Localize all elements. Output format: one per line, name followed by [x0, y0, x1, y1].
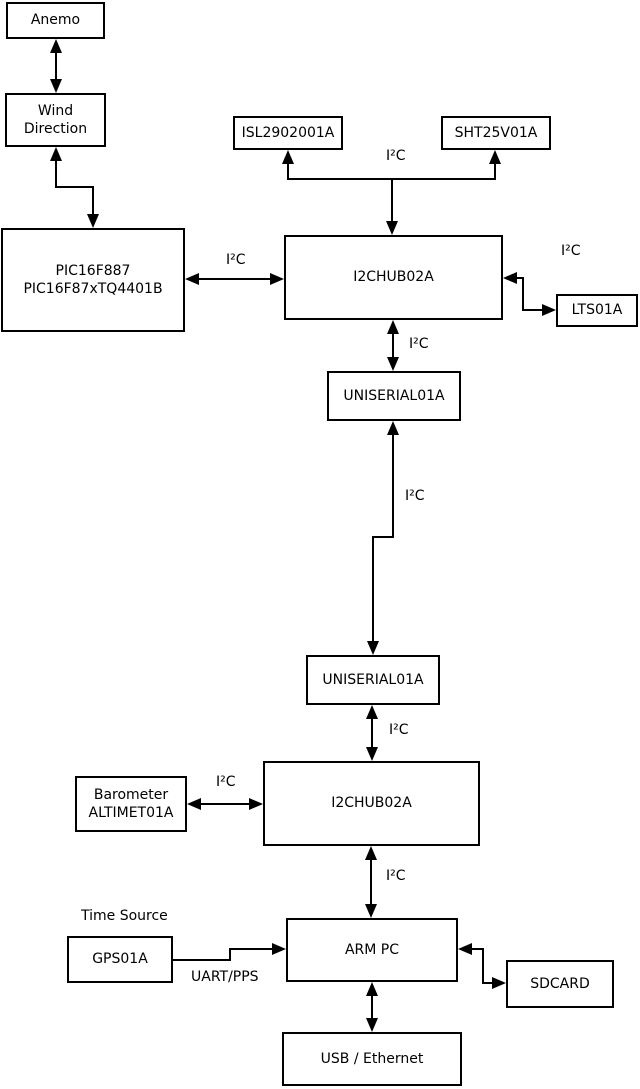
connector-i2chub-top-uniserial-top	[387, 320, 399, 371]
node-wind-direction: Wind Direction	[5, 93, 106, 147]
node-anemo-label: Anemo	[30, 12, 81, 29]
node-sht25v01a: SHT25V01A	[441, 116, 551, 150]
connector-uniserial-top-uniserial-bottom	[367, 421, 399, 655]
node-sdcard: SDCARD	[506, 960, 614, 1008]
node-anemo: Anemo	[6, 2, 105, 39]
node-sht25v01a-label: SHT25V01A	[454, 124, 538, 141]
node-isl2902001a: ISL2902001A	[233, 116, 343, 150]
node-pic16f887: PIC16F887 PIC16F87xTQ4401B	[1, 228, 185, 332]
edge-label-uart-pps: UART/PPS	[191, 969, 259, 985]
node-usb-ethernet: USB / Ethernet	[282, 1032, 462, 1086]
connector-pic-i2chub-top	[185, 273, 284, 285]
node-i2chub02a-bottom-label: I2CHUB02A	[331, 795, 412, 812]
node-isl2902001a-label: ISL2902001A	[241, 124, 335, 141]
edge-label-i2c-uniserial-hub2: I²C	[389, 722, 409, 738]
connector-i2chub-bottom-armpc	[365, 846, 377, 918]
node-i2chub02a-top: I2CHUB02A	[284, 235, 503, 320]
node-arm-pc-label: ARM PC	[344, 941, 400, 958]
node-uniserial01a-bottom: UNISERIAL01A	[306, 655, 440, 705]
node-pic16f887-label: PIC16F887 PIC16F87xTQ4401B	[23, 262, 163, 297]
edge-label-i2c-sensors: I²C	[386, 148, 406, 164]
connector-gps-armpc	[173, 943, 286, 961]
edge-label-i2c-hub2-armpc: I²C	[386, 868, 406, 884]
node-sdcard-label: SDCARD	[530, 975, 590, 992]
node-uniserial01a-bottom-label: UNISERIAL01A	[322, 671, 424, 688]
node-gps01a-label: GPS01A	[92, 951, 148, 968]
node-usb-ethernet-label: USB / Ethernet	[320, 1050, 424, 1067]
node-lts01a-label: LTS01A	[571, 302, 623, 319]
node-uniserial01a-top: UNISERIAL01A	[327, 371, 461, 421]
edge-label-time-source: Time Source	[81, 908, 168, 924]
node-i2chub02a-top-label: I2CHUB02A	[353, 269, 434, 286]
node-lts01a: LTS01A	[556, 294, 638, 327]
node-barometer-altimet01a: Barometer ALTIMET01A	[75, 776, 187, 832]
connector-i2chub-top-sensors	[282, 150, 501, 235]
node-barometer-altimet01a-label: Barometer ALTIMET01A	[88, 786, 174, 821]
connector-uniserial-bottom-i2chub-bottom	[366, 705, 378, 761]
node-uniserial01a-top-label: UNISERIAL01A	[343, 387, 445, 404]
edge-label-i2c-uniserial-link: I²C	[405, 488, 425, 504]
node-gps01a: GPS01A	[67, 936, 173, 983]
connector-armpc-usb-ethernet	[366, 982, 378, 1032]
edge-label-i2c-lts: I²C	[561, 243, 581, 259]
edge-label-i2c-pic-hub: I²C	[226, 252, 246, 268]
node-wind-direction-label: Wind Direction	[23, 102, 88, 137]
node-arm-pc: ARM PC	[286, 918, 458, 982]
connector-wind-direction-pic	[50, 147, 99, 228]
edge-label-i2c-hub-uniserial: I²C	[409, 336, 429, 352]
connector-i2chub-top-lts	[503, 272, 556, 316]
connector-barometer-i2chub-bottom	[187, 798, 263, 810]
edge-label-i2c-barometer: I²C	[216, 774, 236, 790]
connector-armpc-sdcard	[458, 943, 506, 989]
node-i2chub02a-bottom: I2CHUB02A	[263, 761, 480, 846]
connector-anemo-wind-direction	[50, 39, 62, 93]
